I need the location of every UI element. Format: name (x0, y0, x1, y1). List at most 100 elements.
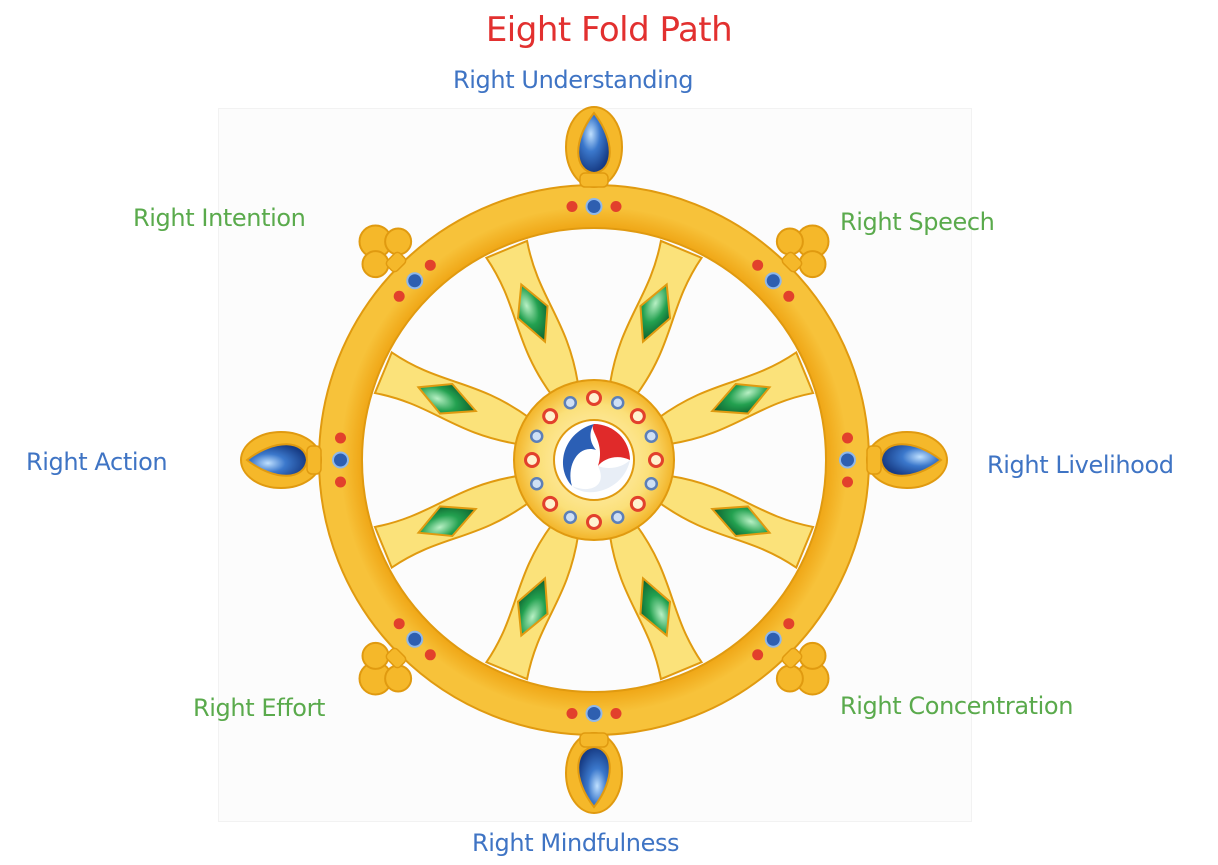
rim-red-dot (424, 649, 436, 661)
label-right-speech: Right Speech (840, 208, 995, 236)
rim-jewels (566, 705, 622, 722)
label-right-intention: Right Intention (133, 204, 306, 232)
spoke (484, 522, 580, 681)
rim-ornament (565, 732, 623, 814)
hub-blue-bead (644, 476, 659, 491)
knob-right (798, 250, 827, 279)
page-title: Eight Fold Path (485, 10, 733, 50)
knob-left (384, 664, 413, 693)
hub-red-bead (629, 495, 646, 512)
green-gem (416, 505, 478, 538)
spoke (608, 522, 704, 681)
spoke (656, 474, 815, 570)
rim-jewels (566, 198, 622, 215)
swirl-red (592, 424, 630, 466)
rim-jewels (752, 618, 795, 661)
rim-red-dot (566, 201, 578, 212)
knob-left (798, 641, 827, 670)
rim-red-dot (752, 259, 764, 271)
knob-top (795, 661, 830, 696)
knob-top (795, 224, 830, 259)
green-gem (516, 576, 549, 638)
rim-blue-dot (839, 451, 856, 469)
rim-ornament (358, 641, 413, 696)
knob-right (361, 641, 390, 670)
knob-left (775, 227, 804, 256)
hub-blue-bead (644, 429, 659, 444)
label-right-mindfulness: Right Mindfulness (472, 829, 680, 857)
hub-blue-bead (610, 395, 625, 410)
hub-blue-bead (563, 510, 578, 525)
spoke (656, 350, 815, 446)
rim-blue-dot (764, 272, 782, 290)
rim-jewels (332, 432, 349, 488)
spoke (608, 239, 704, 398)
rim-red-dot (783, 290, 795, 302)
swirl-white (572, 460, 630, 493)
knob-top (358, 224, 393, 259)
hub-red-bead (629, 408, 646, 425)
rim-blue-dot (585, 198, 603, 215)
rim-red-dot (610, 201, 622, 212)
rim-red-dot (752, 649, 764, 661)
rim-red-dot (842, 432, 853, 444)
green-gem (639, 576, 672, 638)
rim-inner-edge (361, 227, 827, 693)
rim-blue-dot (764, 630, 782, 648)
rim-red-dot (566, 708, 578, 719)
rim-jewels (393, 259, 436, 302)
hub-red-bead (542, 495, 559, 512)
hub-blue-bead (529, 429, 544, 444)
label-right-concentration: Right Concentration (840, 692, 1074, 720)
knob-neck (385, 251, 407, 273)
rim-red-dot (335, 476, 346, 488)
spoke (484, 239, 580, 398)
rim-blue-dot (406, 272, 424, 290)
label-right-effort: Right Effort (193, 694, 326, 722)
green-gem (710, 382, 772, 415)
swirl-blue (563, 424, 596, 486)
rim-blue-dot (332, 451, 349, 469)
label-right-action: Right Action (26, 448, 168, 476)
spoke (373, 474, 532, 570)
hub-blue-bead (529, 476, 544, 491)
hub-red-bead (586, 514, 602, 530)
rim-ornament (240, 431, 322, 489)
rim-jewels (752, 259, 795, 302)
knob-left (361, 250, 390, 279)
knob-neck (781, 647, 803, 669)
rim-ornament (866, 431, 948, 489)
rim-ornament (775, 224, 830, 279)
rim-red-dot (610, 708, 622, 719)
spokes (373, 239, 815, 681)
rim-ornament (565, 106, 623, 188)
label-right-understanding: Right Understanding (453, 66, 694, 94)
knob-top (358, 661, 393, 696)
knob-neck (385, 647, 407, 669)
label-right-livelihood: Right Livelihood (987, 451, 1174, 479)
spoke (373, 350, 532, 446)
rim-red-dot (393, 290, 405, 302)
knob-right (775, 664, 804, 693)
green-gem (516, 282, 549, 344)
hub-blue-bead (610, 510, 625, 525)
rim-red-dot (335, 432, 346, 444)
hub-blue-bead (563, 395, 578, 410)
green-gem (710, 505, 772, 538)
green-gem (639, 282, 672, 344)
hub-red-bead (586, 390, 602, 406)
jewel-neck (579, 172, 609, 188)
jewel-neck (306, 445, 322, 475)
rim-jewels (839, 432, 856, 488)
rim-red-dot (783, 618, 795, 630)
rim-red-dot (393, 618, 405, 630)
knob-right (384, 227, 413, 256)
jewel-neck (579, 732, 609, 748)
rim-blue-dot (406, 630, 424, 648)
knob-neck (781, 251, 803, 273)
rim-ornament (775, 641, 830, 696)
hub-red-bead (648, 452, 664, 468)
hub-red-bead (524, 452, 540, 468)
green-gem (416, 382, 478, 415)
